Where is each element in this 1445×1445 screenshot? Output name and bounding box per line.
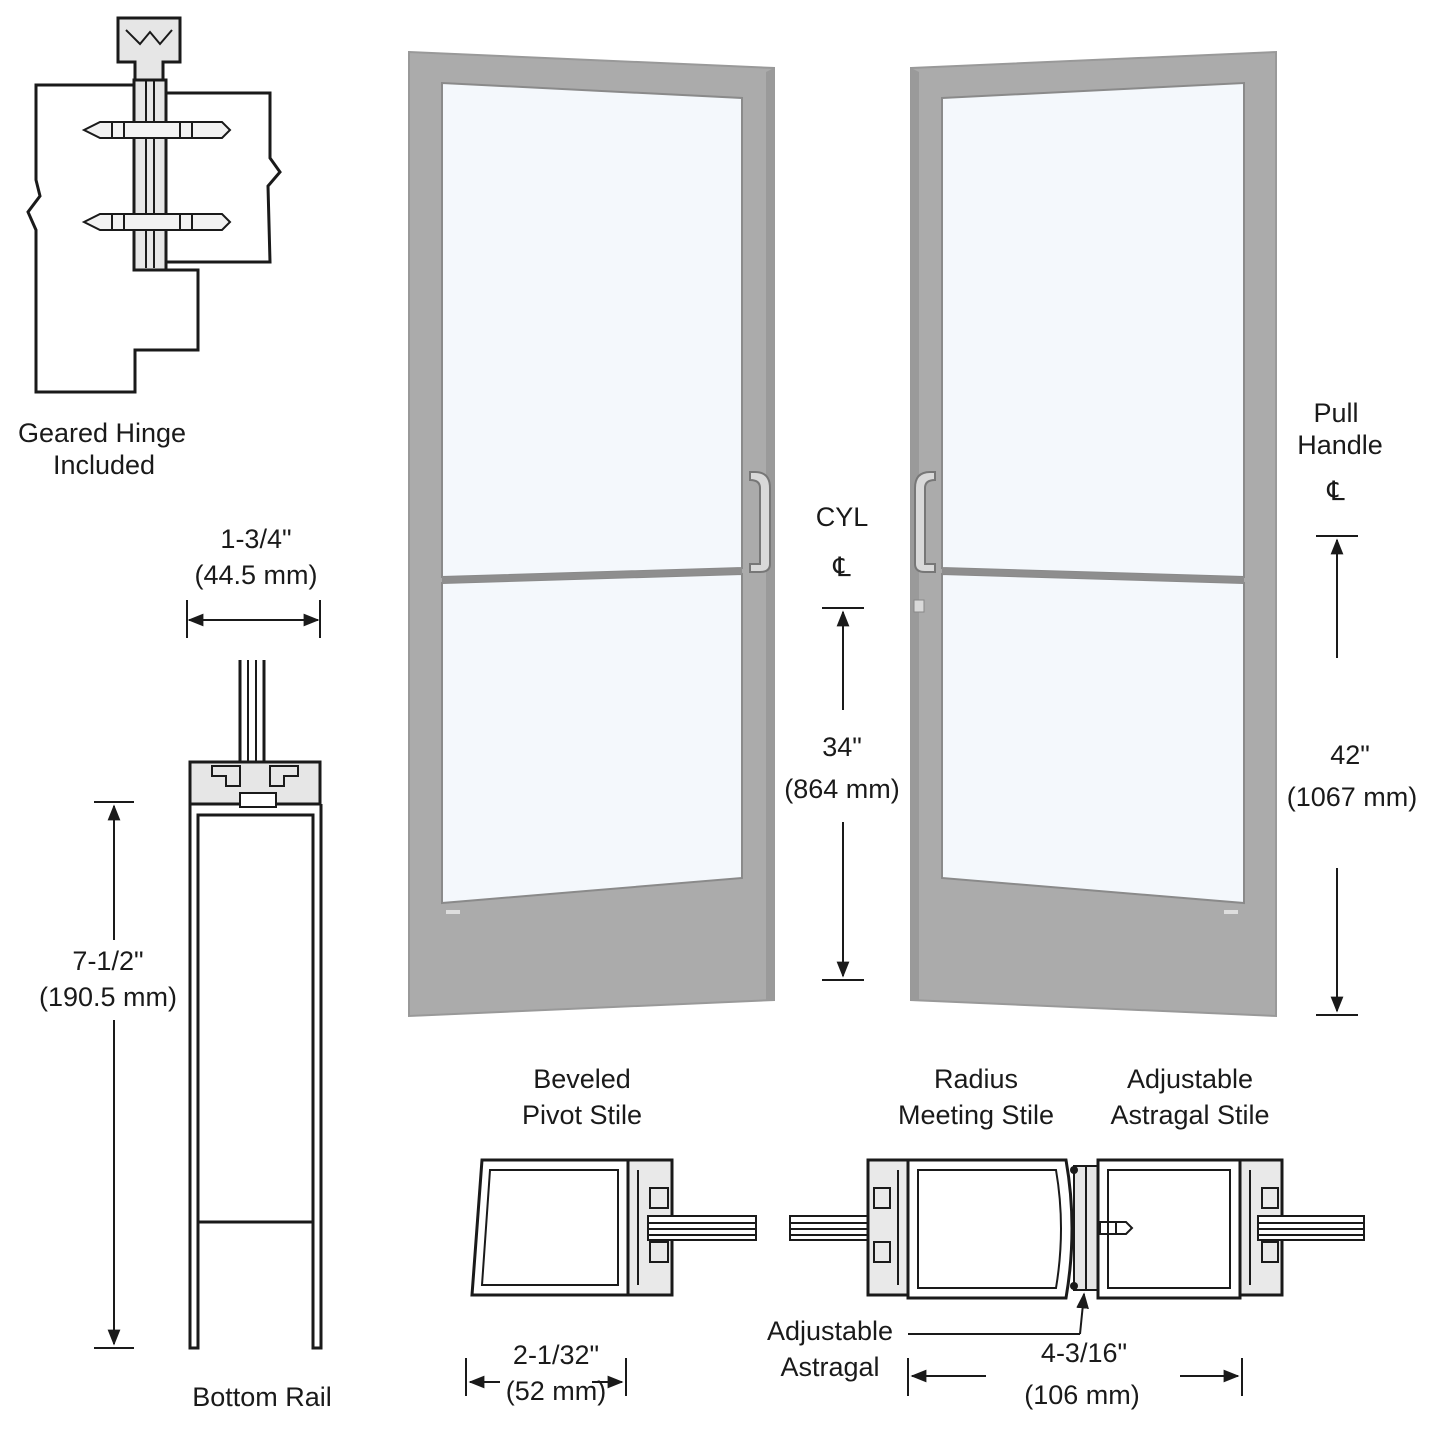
astragal-stile-label-line2: Astragal Stile (1110, 1100, 1269, 1130)
pivot-stile-dim-in: 2-1/32" (513, 1340, 599, 1370)
right-door-pull-handle (914, 471, 936, 573)
astragal-screw (1099, 1221, 1134, 1235)
right-door-push-bar (942, 568, 1244, 583)
left-door-upper-glass (441, 81, 743, 579)
right-door-cylinder-lock (913, 599, 925, 613)
astragal-leader (1076, 1292, 1089, 1335)
astragal-dim-mm: (106 mm) (1024, 1380, 1140, 1410)
pivot-stile-profile (470, 1158, 757, 1297)
left-door-push-bar (442, 568, 742, 583)
bottom-rail-profile (188, 660, 323, 1350)
right-door-upper-glass (941, 81, 1245, 579)
pull-dim-in: 42" (1330, 740, 1370, 770)
pivot-stile-dim-mm: (52 mm) (506, 1376, 607, 1406)
hinge-knuckle (116, 16, 182, 82)
astragal-dim-in: 4-3/16" (1041, 1338, 1127, 1368)
hinge-screw-bottom (81, 213, 232, 231)
hinge-label-line1: Geared Hinge (18, 418, 186, 448)
meeting-stile-label-line2: Meeting Stile (898, 1100, 1054, 1130)
pull-label-line1: Pull (1313, 398, 1358, 428)
right-door-lower-glass (941, 572, 1245, 905)
hinge-screw-top (81, 121, 232, 139)
astragal-label-line2: Astragal (780, 1352, 879, 1382)
pull-label-line2: Handle (1297, 430, 1383, 460)
rail-width-in: 1-3/4" (220, 524, 291, 554)
left-door (408, 50, 775, 1018)
pull-centerline-symbol: ℄ (1326, 476, 1345, 506)
right-door (910, 50, 1277, 1018)
pivot-stile-label-line2: Pivot Stile (522, 1100, 642, 1130)
hinge-gear-strip (132, 78, 168, 272)
left-door-lower-glass (441, 572, 743, 905)
adjustable-astragal-profile (1070, 1165, 1134, 1291)
hinge-label-line2: Included (53, 450, 155, 480)
cyl-label: CYL (816, 502, 869, 532)
hinge-right-leaf (163, 91, 282, 264)
cyl-dim-in: 34" (822, 732, 862, 762)
pivot-stile-label-line1: Beveled (533, 1064, 631, 1094)
cyl-centerline-symbol: ℄ (832, 552, 851, 582)
astragal-label-line1: Adjustable (767, 1316, 893, 1346)
cyl-dim-mm: (864 mm) (784, 774, 900, 804)
rail-width-mm: (44.5 mm) (194, 560, 317, 590)
meeting-stile-label-line1: Radius (934, 1064, 1018, 1094)
astragal-stile-label-line1: Adjustable (1127, 1064, 1253, 1094)
pull-dim-mm: (1067 mm) (1287, 782, 1418, 812)
astragal-stile-profile (1096, 1158, 1365, 1300)
left-door-pull-handle (749, 471, 771, 573)
meeting-stile-profile (789, 1158, 1074, 1300)
rail-height-mm: (190.5 mm) (39, 982, 177, 1012)
rail-caption: Bottom Rail (192, 1382, 332, 1412)
rail-height-in: 7-1/2" (72, 946, 143, 976)
geared-hinge-detail (26, 16, 282, 394)
